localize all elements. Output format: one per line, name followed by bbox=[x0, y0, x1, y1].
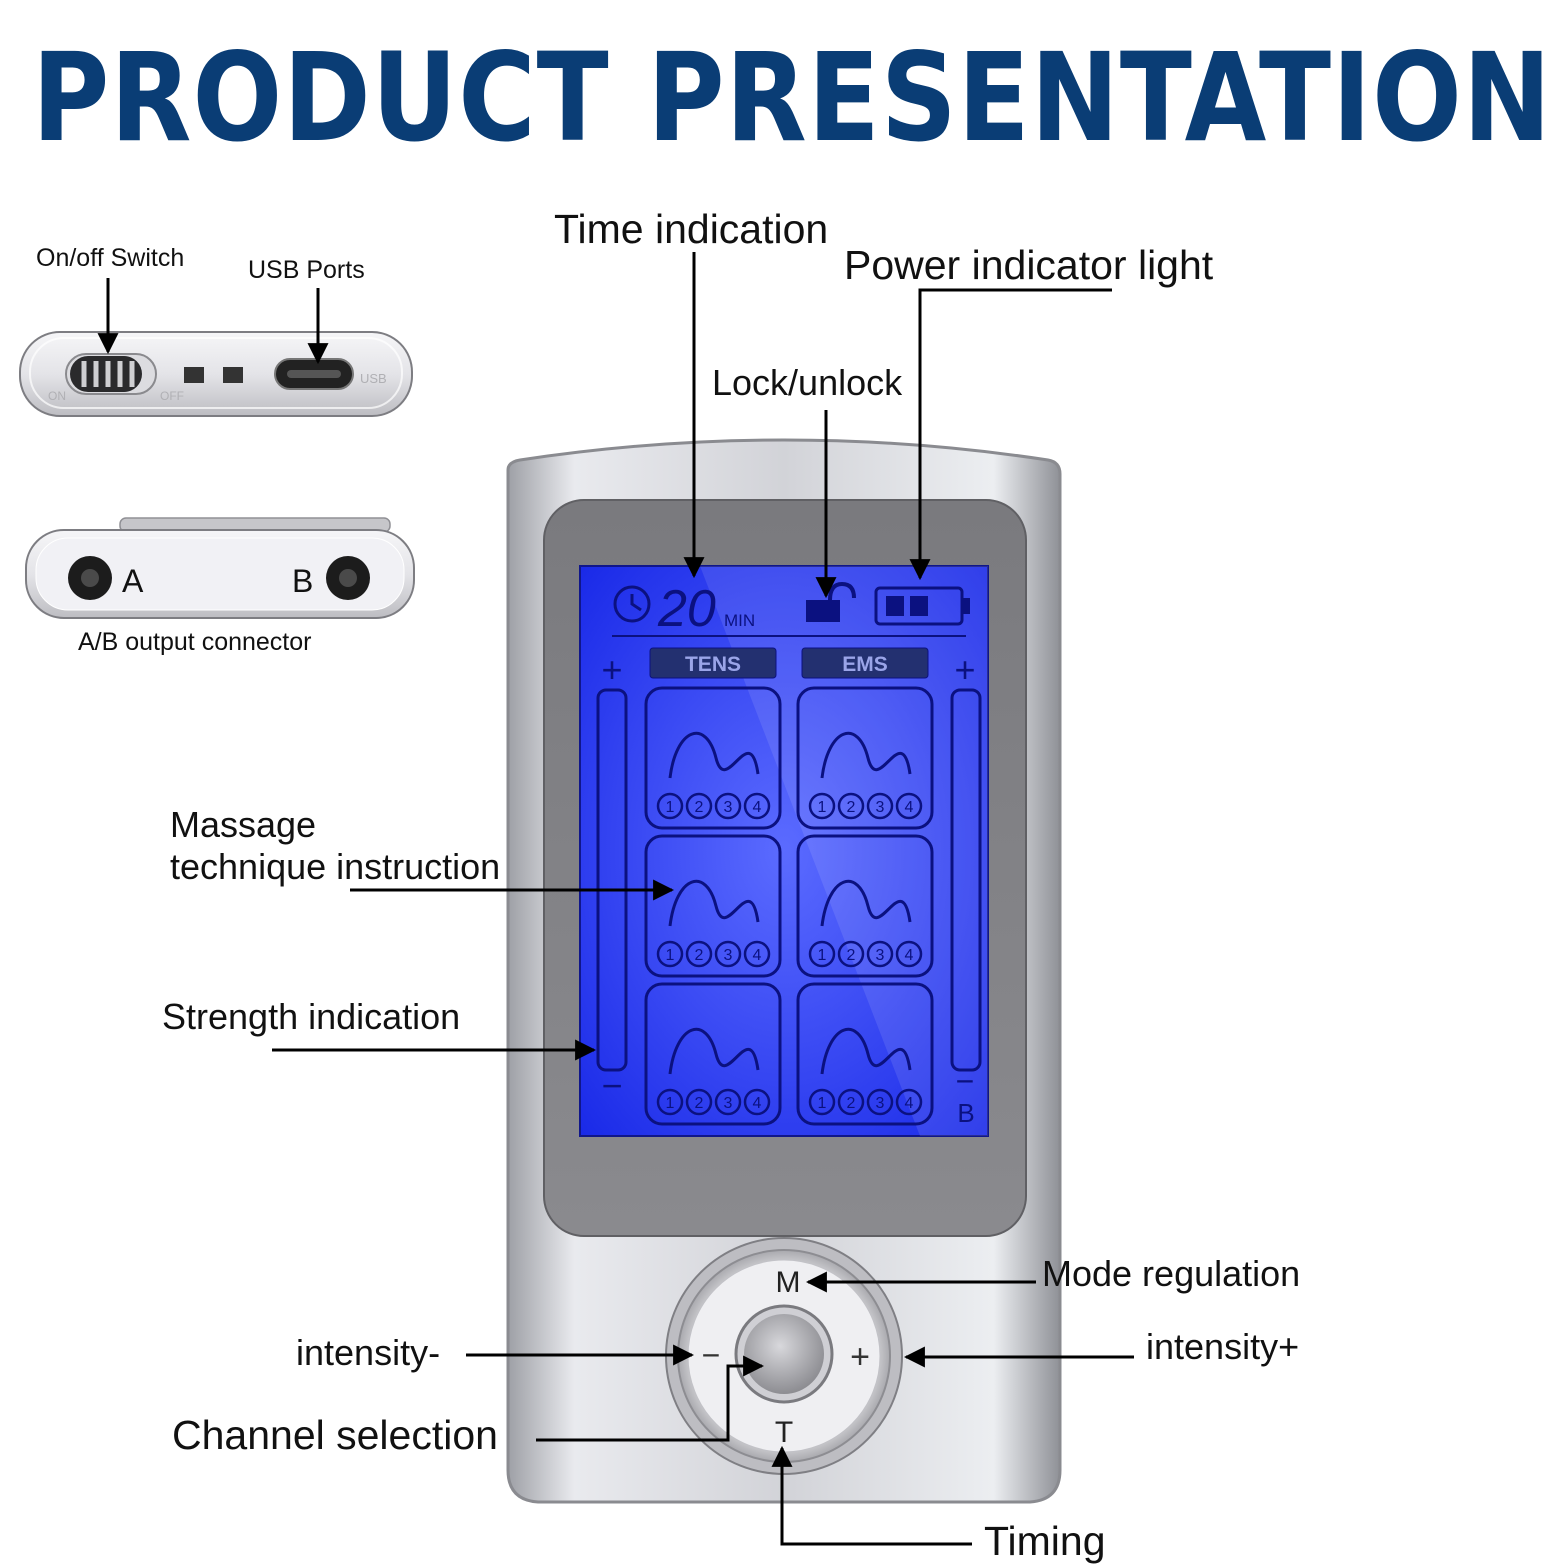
ems-mode-tag bbox=[801, 647, 929, 679]
program-number: 4 bbox=[753, 1095, 762, 1112]
channel-b-minus: − bbox=[956, 1063, 975, 1099]
callout-lines bbox=[97, 252, 1134, 1546]
mode-button[interactable]: M bbox=[776, 1266, 801, 1299]
channel-selection-label: Channel selection bbox=[172, 1412, 498, 1458]
ab-output-connector-label: A/B output connector bbox=[78, 628, 312, 656]
program-number: 2 bbox=[695, 947, 704, 964]
battery-icon bbox=[874, 586, 970, 626]
page-title: PRODUCT PRESENTATION bbox=[32, 28, 1553, 170]
massage-technique-label-line1: Massage bbox=[170, 804, 317, 845]
control-wheel: M − + T bbox=[665, 1237, 903, 1475]
program-number: 2 bbox=[847, 947, 856, 964]
program-number: 4 bbox=[905, 799, 914, 816]
usb-c-port[interactable] bbox=[274, 358, 354, 390]
switch-on-mark: ON bbox=[48, 389, 66, 403]
strength-bar-a bbox=[596, 688, 628, 1072]
lock-unlock-label: Lock/unlock bbox=[712, 362, 903, 403]
jack-b-label: B bbox=[292, 563, 313, 599]
clock-icon bbox=[613, 585, 651, 623]
program-number: 3 bbox=[724, 799, 733, 816]
program-number: 2 bbox=[847, 799, 856, 816]
channel-a-plus: + bbox=[601, 649, 622, 690]
program-number: 3 bbox=[876, 1095, 885, 1112]
program-number: 2 bbox=[847, 1095, 856, 1112]
program-cell-3: 1 2 3 4 bbox=[644, 834, 782, 978]
program-number: 4 bbox=[905, 1095, 914, 1112]
mode-regulation-label: Mode regulation bbox=[1042, 1253, 1301, 1294]
program-cell-2: 1 2 3 4 bbox=[796, 686, 934, 830]
status-led-2 bbox=[223, 367, 243, 383]
program-number: 1 bbox=[666, 1095, 675, 1112]
on-off-switch-slider[interactable] bbox=[65, 353, 157, 395]
power-indicator-label: Power indicator light bbox=[844, 242, 1214, 288]
usb-mark: USB bbox=[360, 371, 387, 386]
program-cell-5: 1 2 3 4 bbox=[644, 982, 782, 1126]
massage-illustration bbox=[820, 731, 912, 779]
channel-a-minus: − bbox=[601, 1065, 622, 1106]
timer-unit: MIN bbox=[724, 611, 755, 630]
program-number: 1 bbox=[666, 947, 675, 964]
usb-ports-label: USB Ports bbox=[248, 256, 365, 284]
program-number: 4 bbox=[905, 947, 914, 964]
program-grid: 1 2 3 4 1 2 3 4 1 2 3 4 1 2 3 4 1 2 3 4 1 2 3 4 bbox=[644, 686, 934, 1126]
program-number: 1 bbox=[818, 947, 827, 964]
program-cell-6: 1 2 3 4 bbox=[796, 982, 934, 1126]
program-number: 1 bbox=[666, 799, 675, 816]
program-number: 1 bbox=[818, 799, 827, 816]
jack-a-label: A bbox=[122, 563, 144, 599]
massage-illustration bbox=[668, 1027, 760, 1075]
intensity-plus-label: intensity+ bbox=[1146, 1326, 1300, 1367]
page-title-band: PRODUCT PRESENTATION bbox=[0, 18, 1568, 178]
massage-illustration bbox=[820, 1027, 912, 1075]
massage-technique-label-line2: technique instruction bbox=[170, 846, 501, 887]
program-number: 3 bbox=[724, 1095, 733, 1112]
tens-mode-tag bbox=[649, 647, 777, 679]
channel-b-label: B bbox=[957, 1098, 974, 1128]
program-cell-4: 1 2 3 4 bbox=[796, 834, 934, 978]
on-off-switch-label: On/off Switch bbox=[36, 244, 185, 272]
program-number: 3 bbox=[876, 947, 885, 964]
time-indication-label: Time indication bbox=[554, 206, 829, 252]
program-number: 4 bbox=[753, 799, 762, 816]
strength-bar-b bbox=[950, 688, 982, 1072]
program-number: 1 bbox=[818, 1095, 827, 1112]
intensity-minus-button[interactable]: − bbox=[702, 1337, 721, 1373]
lcd-screen: 20 MIN TENS EMS + + − − B 1 2 3 4 1 2 3 4 1 2 3 4 1 2… bbox=[579, 565, 989, 1137]
program-number: 3 bbox=[876, 799, 885, 816]
switch-usb-panel: ON OFF USB bbox=[19, 331, 413, 417]
ab-connector-panel: A B bbox=[25, 517, 415, 619]
program-number: 2 bbox=[695, 799, 704, 816]
switch-off-mark: OFF bbox=[160, 389, 184, 403]
strength-indication-label: Strength indication bbox=[162, 996, 461, 1037]
timing-button[interactable]: T bbox=[775, 1416, 793, 1449]
massage-illustration bbox=[668, 879, 760, 927]
ems-mode-label: EMS bbox=[842, 653, 888, 676]
program-number: 3 bbox=[724, 947, 733, 964]
output-jack-b[interactable] bbox=[326, 556, 370, 600]
intensity-plus-button[interactable]: + bbox=[850, 1338, 870, 1376]
channel-b-plus: + bbox=[954, 649, 975, 690]
massage-illustration bbox=[820, 879, 912, 927]
program-cell-1: 1 2 3 4 bbox=[644, 686, 782, 830]
output-jack-a[interactable] bbox=[68, 556, 112, 600]
massage-illustration bbox=[668, 731, 760, 779]
program-number: 4 bbox=[753, 947, 762, 964]
status-led-1 bbox=[184, 367, 204, 383]
timer-value: 20 bbox=[657, 580, 716, 638]
tens-mode-label: TENS bbox=[685, 653, 741, 676]
program-number: 2 bbox=[695, 1095, 704, 1112]
intensity-minus-label: intensity- bbox=[296, 1332, 441, 1373]
timing-label: Timing bbox=[984, 1518, 1106, 1564]
